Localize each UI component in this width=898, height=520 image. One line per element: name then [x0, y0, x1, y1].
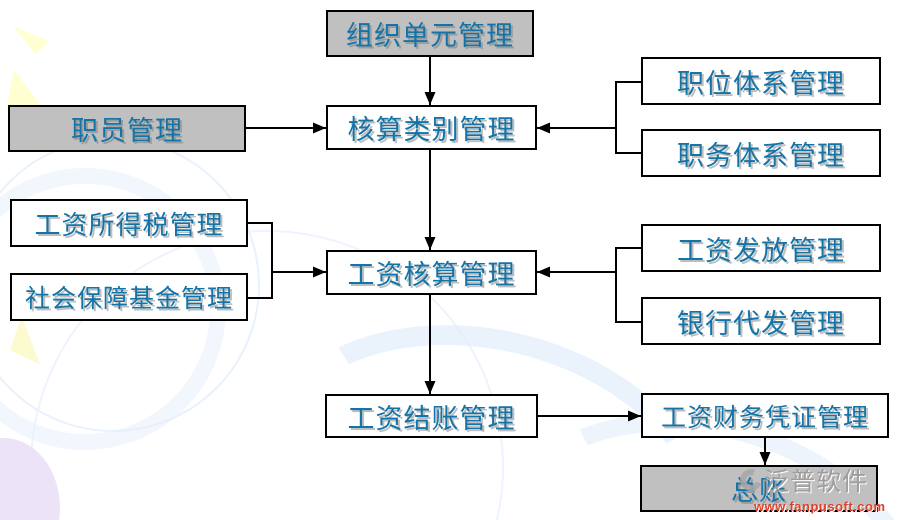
watermark: 泛普软件 www.fanpusoft.com — [736, 462, 898, 514]
node-salary-income-tax-management: 工资所得税管理 — [10, 199, 248, 247]
node-general-ledger: 总账 — [640, 465, 878, 512]
node-salary-accounting-management: 工资核算管理 — [326, 250, 537, 295]
watermark-brand: 泛普软件 — [764, 469, 869, 496]
watermark-url: www.fanpusoft.com — [754, 499, 886, 514]
node-salary-settlement-management: 工资结账管理 — [325, 394, 538, 438]
node-employee-management: 职员管理 — [8, 105, 246, 152]
node-job-system-management: 职务体系管理 — [641, 129, 881, 177]
node-bank-agency-payment-management: 银行代发管理 — [641, 297, 881, 345]
node-accounting-category-management: 核算类别管理 — [326, 105, 537, 150]
fanpu-logo-icon — [736, 465, 766, 495]
node-salary-payment-management: 工资发放管理 — [641, 224, 881, 272]
node-social-security-fund-management: 社会保障基金管理 — [10, 273, 248, 321]
node-org-unit-management: 组织单元管理 — [326, 10, 534, 57]
node-salary-financial-voucher-management: 工资财务凭证管理 — [641, 393, 889, 438]
node-position-system-management: 职位体系管理 — [641, 57, 881, 105]
